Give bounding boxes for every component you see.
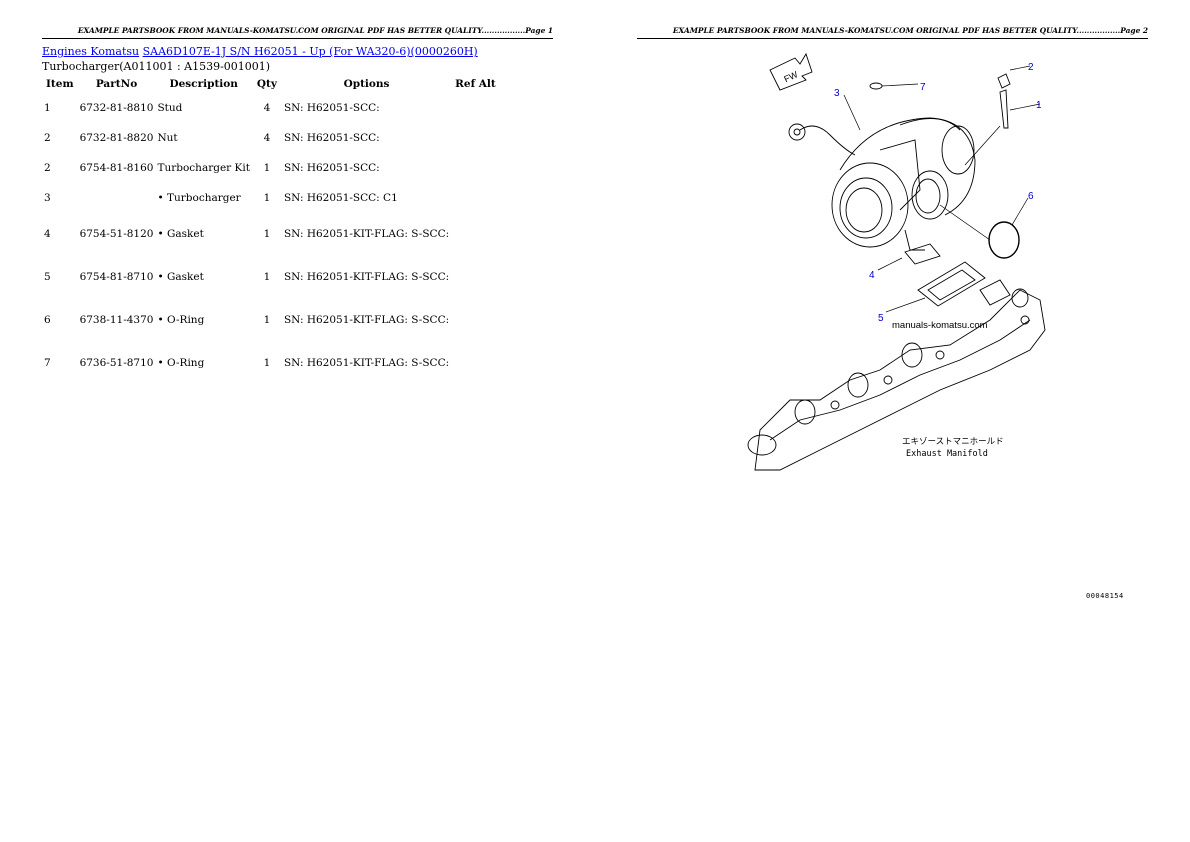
breadcrumb-link-engines[interactable]: Engines Komatsu [42,45,140,58]
cell-options: SN: H62051-SCC: [283,161,380,174]
breadcrumb-link-model[interactable]: SAA6D107E-1J S/N H62051 - Up (For WA320-… [142,45,478,58]
page-header-1: EXAMPLE PARTSBOOK FROM MANUALS-KOMATSU.C… [42,26,553,39]
turbocharger-drawing [788,117,976,251]
table-row: 7 6736-51-8710 • O-Ring 1 SN: H62051-KIT… [42,342,500,385]
forward-arrow-icon [769,52,813,91]
cell-refalt [451,299,500,342]
cell-description: • Gasket [157,271,204,283]
cell-refalt [451,123,500,153]
cell-qty: 1 [263,191,271,204]
stud-nut-drawing [997,73,1011,129]
exploded-parts-diagram: 1 2 3 4 5 6 7 FW manuals-komatsu.com エキゾ… [747,52,1046,471]
watermark-text: manuals-komatsu.com [892,320,988,331]
cell-qty: 4 [263,131,271,144]
cell-qty: 1 [263,314,271,326]
o-ring-6-drawing [988,221,1020,259]
callout-5: 5 [878,313,884,324]
cell-options: SN: H62051-KIT-FLAG: S-SCC: [283,357,450,369]
caption-english: Exhaust Manifold [906,449,988,459]
caption-japanese: エキゾーストマニホールド [902,437,1004,447]
cell-partno: 6738-11-4370 [79,314,154,326]
figure-number: 00048154 [1086,592,1124,600]
col-header-description: Description [169,78,238,90]
cell-partno: 6754-81-8160 [79,161,154,174]
table-row: 4 6754-51-8120 • Gasket 1 SN: H62051-KIT… [42,213,500,256]
callout-1: 1 [1036,100,1042,111]
cell-partno: 6736-51-8710 [79,357,154,369]
cell-qty: 1 [263,228,271,240]
col-header-item: Item [46,78,74,90]
o-ring-7-drawing [869,82,883,90]
cell-refalt [451,183,500,213]
table-row: 6 6738-11-4370 • O-Ring 1 SN: H62051-KIT… [42,299,500,342]
cell-item: 1 [44,101,51,114]
cell-description: • Gasket [157,228,204,240]
page-header-2: EXAMPLE PARTSBOOK FROM MANUALS-KOMATSU.C… [637,26,1148,39]
cell-description: • O-Ring [157,357,205,369]
table-row: 2 6754-81-8160 Turbocharger Kit 1 SN: H6… [42,153,500,183]
table-header-row: Item PartNo Description Qty Options Ref … [42,75,500,93]
section-title: Turbocharger(A011001 : A1539-001001) [42,60,271,73]
callout-labels: 1 2 3 4 5 6 7 [834,62,1042,324]
callout-3: 3 [834,88,840,99]
cell-partno: 6732-81-8810 [79,101,154,114]
cell-partno: 6754-51-8120 [79,228,154,240]
cell-description: • Turbocharger [157,191,241,204]
callout-2: 2 [1028,62,1034,73]
callout-6: 6 [1028,191,1034,202]
cell-refalt [451,153,500,183]
callout-7: 7 [920,82,926,93]
cell-options: SN: H62051-KIT-FLAG: S-SCC: [283,271,450,283]
cell-item: 6 [44,314,51,326]
cell-description: • O-Ring [157,314,205,326]
cell-description: Nut [157,131,178,144]
cell-refalt [451,342,500,385]
cell-qty: 1 [263,357,271,369]
fw-label: FW [782,69,799,84]
cell-qty: 4 [263,101,271,114]
cell-partno: 6754-81-8710 [79,271,154,283]
col-header-options: Options [343,78,390,90]
cell-options: SN: H62051-SCC: C1 [283,191,398,204]
cell-description: Turbocharger Kit [157,161,250,174]
cell-qty: 1 [263,271,271,283]
gasket-4-drawing [904,243,941,265]
cell-item: 2 [44,161,51,174]
cell-refalt [451,256,500,299]
cell-description: Stud [157,101,183,114]
col-header-qty: Qty [256,78,277,90]
cell-partno: 6732-81-8820 [79,131,154,144]
parts-table: Item PartNo Description Qty Options Ref … [42,75,500,385]
breadcrumb: Engines Komatsu SAA6D107E-1J S/N H62051 … [42,45,478,58]
cell-partno [78,183,156,213]
cell-options: SN: H62051-KIT-FLAG: S-SCC: [283,314,450,326]
leader-lines [843,65,1041,313]
table-row: 3 • Turbocharger 1 SN: H62051-SCC: C1 [42,183,500,213]
table-row: 2 6732-81-8820 Nut 4 SN: H62051-SCC: [42,123,500,153]
table-row: 1 6732-81-8810 Stud 4 SN: H62051-SCC: [42,93,500,123]
table-row: 5 6754-81-8710 • Gasket 1 SN: H62051-KIT… [42,256,500,299]
cell-item: 5 [44,271,51,283]
cell-refalt [451,93,500,123]
cell-item: 3 [44,191,51,204]
cell-refalt [451,213,500,256]
exhaust-manifold-drawing [747,279,1046,471]
cell-item: 7 [44,357,51,369]
gasket-5-drawing [917,261,986,307]
cell-item: 4 [44,228,51,240]
col-header-refalt: Ref Alt [455,78,496,90]
cell-options: SN: H62051-SCC: [283,101,380,114]
cell-options: SN: H62051-SCC: [283,131,380,144]
cell-options: SN: H62051-KIT-FLAG: S-SCC: [283,228,450,240]
col-header-partno: PartNo [95,78,138,90]
cell-qty: 1 [263,161,271,174]
callout-4: 4 [869,270,875,281]
cell-item: 2 [44,131,51,144]
